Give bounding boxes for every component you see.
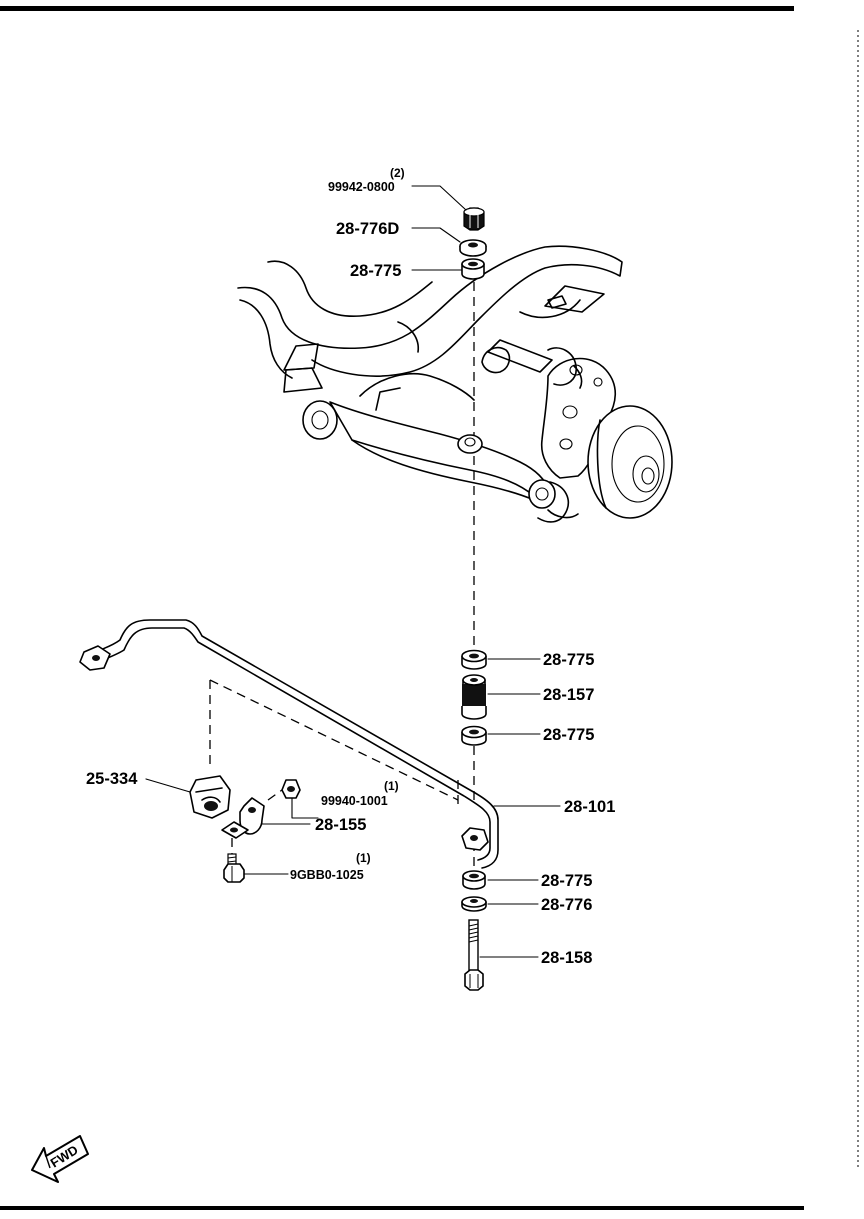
label-bushing-2: 28-775 — [543, 726, 594, 744]
label-mount-rubber: 25-334 — [86, 770, 138, 788]
bushing-1 — [461, 649, 487, 670]
label-bushing-3: 28-775 — [541, 872, 592, 890]
part-labels: (2) 99942-0800 28-776D 28-775 28-775 28-… — [86, 166, 615, 967]
bracket-bolt — [223, 853, 245, 883]
label-bracket-nut: 99940-1001 — [321, 794, 388, 808]
label-stabilizer-bar: 28-101 — [564, 798, 615, 816]
mount-rubber — [189, 775, 231, 819]
brake-disc — [587, 405, 673, 519]
label-qty-bracket-bolt: (1) — [356, 851, 371, 865]
bracket-clamp — [221, 797, 265, 839]
top-bushing — [461, 258, 485, 280]
fwd-arrow: FWD — [31, 1135, 89, 1183]
label-washer-bottom: 28-776 — [541, 896, 592, 914]
label-qty-bracket-nut: (1) — [384, 779, 399, 793]
top-nut — [463, 207, 485, 231]
label-washer-top: 28-776D — [336, 220, 399, 238]
arm-outer-bushing — [528, 479, 556, 509]
top-border — [0, 6, 794, 11]
link-bolt — [464, 919, 484, 991]
label-bracket-bolt: 9GBB0-1025 — [290, 868, 364, 882]
bracket-nut — [281, 779, 301, 799]
bracket-group — [189, 775, 301, 883]
label-bushing-top: 28-775 — [350, 262, 401, 280]
bushing-3 — [462, 870, 486, 890]
label-bushing-1: 28-775 — [543, 651, 594, 669]
label-spacer: 28-157 — [543, 686, 594, 704]
bottom-border — [0, 1206, 804, 1210]
rear-suspension-assembly — [237, 245, 673, 523]
bushing-2 — [461, 725, 487, 746]
label-bracket: 28-155 — [315, 816, 366, 834]
lower-washer — [461, 896, 487, 912]
stabilizer-bar-drawing — [79, 619, 499, 869]
arm-pivot-bushing — [302, 400, 338, 440]
label-link-bolt: 28-158 — [541, 949, 592, 967]
label-nut-top: 99942-0800 — [328, 180, 395, 194]
link-mount-hole — [457, 434, 483, 454]
stabilizer-link-stack — [459, 207, 487, 991]
bar-dash-guide — [209, 679, 459, 801]
leader-lines — [145, 185, 561, 958]
top-washer — [459, 239, 487, 257]
spacer-sleeve — [461, 674, 487, 720]
label-qty-nut-top: (2) — [390, 166, 405, 180]
